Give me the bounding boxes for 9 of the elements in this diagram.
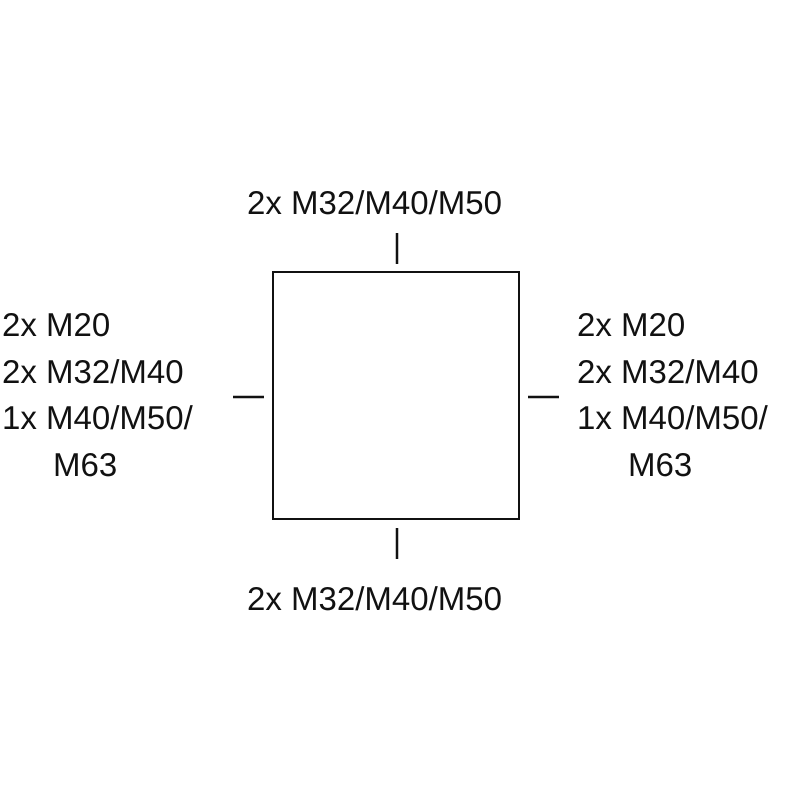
cable-entry-label: 2x M20 <box>577 305 686 345</box>
cable-entry-label: 2x M32/M40 <box>2 352 184 392</box>
cable-entry-label: 2x M32/M40/M50 <box>247 579 502 619</box>
enclosure-outline <box>272 271 520 520</box>
cable-entry-label: 2x M20 <box>2 305 110 345</box>
cable-entry-label: 1x M40/M50/ M63 <box>2 398 194 484</box>
cable-entry-label: 1x M40/M50/ M63 <box>577 398 769 484</box>
cable-entry-label: 2x M32/M40/M50 <box>247 183 502 223</box>
cable-entry-label: 2x M32/M40 <box>577 352 759 392</box>
